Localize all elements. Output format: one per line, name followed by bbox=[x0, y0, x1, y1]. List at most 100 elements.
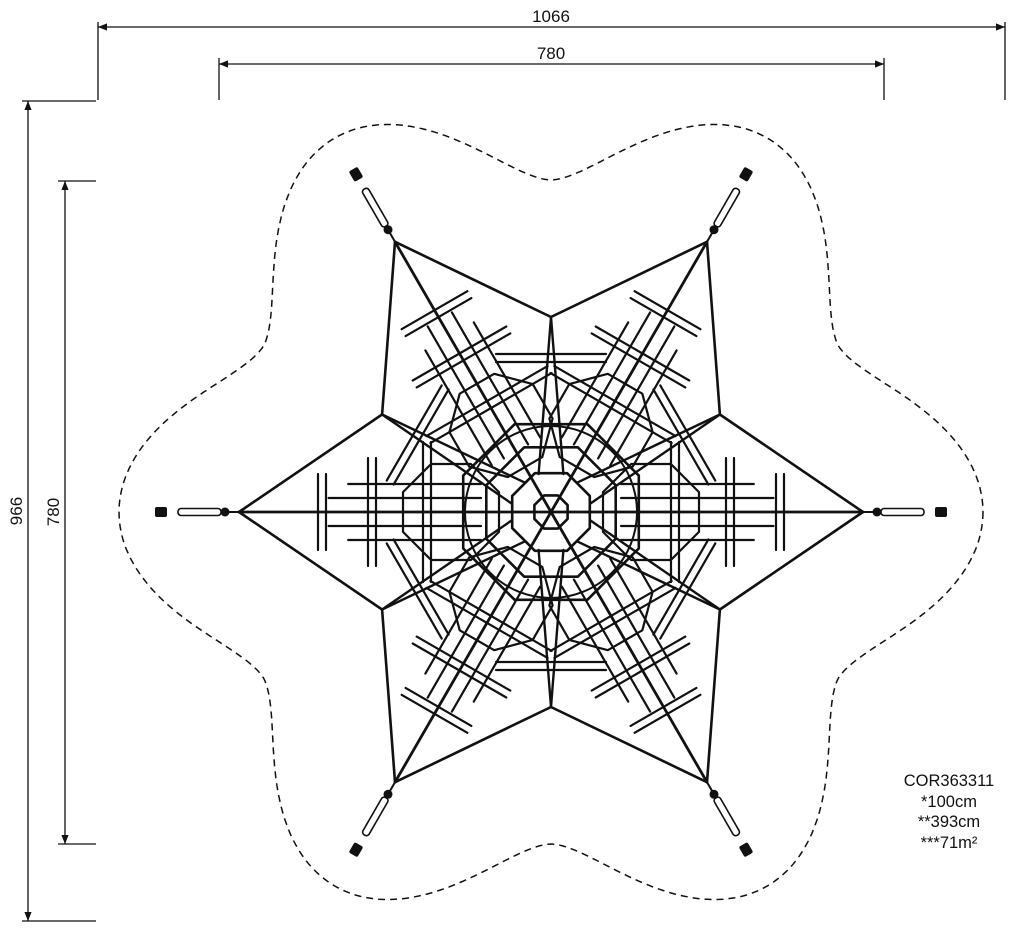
net-ring-inner bbox=[510, 471, 592, 553]
net-valley-band bbox=[652, 388, 710, 486]
net-structure bbox=[237, 240, 865, 784]
net-cross-band bbox=[425, 586, 549, 660]
ground-anchor-plate bbox=[349, 842, 363, 857]
net-cross-band bbox=[590, 635, 687, 692]
net-diagonal-rope bbox=[537, 548, 553, 709]
anchor-turnbuckle bbox=[713, 796, 741, 837]
anchor-turnbuckle bbox=[361, 187, 389, 228]
dimension-outer-width bbox=[97, 22, 1006, 100]
ground-anchor-plate bbox=[739, 842, 753, 857]
product-free-fall: **393cm bbox=[917, 813, 981, 831]
net-main-rope bbox=[549, 240, 709, 514]
anchor-turnbuckle bbox=[880, 507, 925, 517]
anchor-shackle bbox=[383, 225, 393, 235]
inner-width-label: 780 bbox=[537, 44, 565, 63]
net-valley-band bbox=[385, 542, 443, 640]
anchor-point bbox=[349, 781, 396, 857]
net-arm-rope bbox=[450, 578, 530, 713]
net-main-rope bbox=[393, 240, 553, 514]
outer-width-label: 1066 bbox=[532, 7, 570, 26]
net-cross-band bbox=[633, 693, 702, 734]
net-cross-band bbox=[553, 586, 677, 660]
safety-zone-outline bbox=[118, 123, 984, 901]
net-main-rope bbox=[549, 510, 709, 784]
net-cross-band bbox=[594, 642, 691, 699]
dimension-inner-height bbox=[58, 180, 96, 845]
net-arm-rope bbox=[424, 349, 493, 467]
net-diagonal-rope bbox=[380, 413, 526, 484]
net-arm-rope bbox=[572, 311, 652, 446]
net-arm-ring bbox=[448, 372, 554, 479]
anchor-shackle bbox=[383, 789, 393, 799]
anchor-turnbuckle bbox=[361, 796, 389, 837]
net-cross-band bbox=[411, 642, 508, 699]
net-cross-band bbox=[425, 365, 549, 438]
net-cross-band bbox=[629, 686, 698, 728]
anchor-shackle bbox=[709, 225, 719, 235]
anchor-shackle bbox=[872, 507, 882, 517]
net-valley-band bbox=[659, 384, 717, 482]
net-arm-rope bbox=[596, 325, 676, 460]
anchor-point bbox=[706, 167, 753, 243]
net-cross-band bbox=[415, 635, 512, 692]
net-cross-band bbox=[400, 290, 469, 331]
net-ring-core bbox=[533, 494, 569, 530]
net-valley-band bbox=[659, 542, 717, 640]
outer-height-label: 966 bbox=[7, 497, 26, 525]
net-arm-ring bbox=[401, 462, 501, 562]
ground-anchor-plate bbox=[155, 507, 167, 517]
net-arm-rope bbox=[450, 311, 530, 446]
product-code: COR363311 bbox=[903, 772, 995, 790]
net-arm-rope bbox=[609, 557, 678, 675]
anchor-turnbuckle bbox=[177, 507, 222, 517]
net-cross-band bbox=[549, 372, 673, 445]
ground-anchor-plate bbox=[935, 507, 947, 517]
anchor-point bbox=[863, 507, 947, 517]
ground-anchors bbox=[155, 167, 947, 857]
net-arm-ring bbox=[548, 372, 654, 479]
dimension-outer-height bbox=[22, 100, 96, 922]
net-cross-band bbox=[415, 332, 512, 389]
net-arm-ring bbox=[548, 545, 654, 652]
net-diagonal-rope bbox=[576, 413, 722, 484]
net-arm-rope bbox=[560, 585, 630, 703]
anchor-shackle bbox=[709, 789, 719, 799]
net-valley-band bbox=[385, 384, 443, 482]
net-diagonal-rope bbox=[380, 413, 514, 505]
net-cross-band bbox=[400, 693, 469, 734]
net-cross-band bbox=[553, 365, 677, 438]
anchor-point bbox=[706, 781, 753, 857]
net-cross-band bbox=[429, 372, 553, 445]
net-cross-band bbox=[633, 290, 702, 331]
net-diagonal-rope bbox=[588, 413, 722, 505]
anchor-shackle bbox=[220, 507, 230, 517]
net-diagonal-rope bbox=[380, 519, 514, 611]
net-cross-band bbox=[629, 297, 698, 338]
product-info: COR363311 *100cm **393cm ***71m² bbox=[890, 771, 1008, 853]
net-diagonal-rope bbox=[576, 540, 722, 611]
net-diagonal-rope bbox=[537, 315, 553, 476]
product-height: *100cm bbox=[921, 792, 977, 811]
anchor-point bbox=[349, 167, 396, 243]
net-arm-rope bbox=[596, 564, 676, 699]
net-cross-band bbox=[411, 325, 508, 382]
anchor-point bbox=[155, 507, 239, 517]
net-arm-rope bbox=[426, 325, 505, 460]
ground-anchor-plate bbox=[739, 167, 753, 182]
product-area: ***71m² bbox=[920, 833, 978, 852]
net-diagonal-rope bbox=[549, 548, 565, 709]
net-valley-band bbox=[392, 388, 450, 486]
net-diagonal-rope bbox=[588, 519, 722, 611]
anchor-turnbuckle bbox=[713, 187, 741, 228]
net-arm-rope bbox=[424, 557, 493, 675]
net-cross-band bbox=[429, 579, 553, 653]
dimension-inner-width bbox=[218, 58, 885, 100]
net-arm-rope bbox=[472, 585, 542, 703]
net-cross-band bbox=[594, 325, 691, 382]
net-arm-rope bbox=[560, 321, 630, 439]
ground-anchor-plate bbox=[349, 167, 363, 182]
inner-height-label: 780 bbox=[44, 498, 63, 526]
net-valley-band bbox=[392, 538, 450, 636]
net-ring-outer bbox=[461, 422, 641, 602]
